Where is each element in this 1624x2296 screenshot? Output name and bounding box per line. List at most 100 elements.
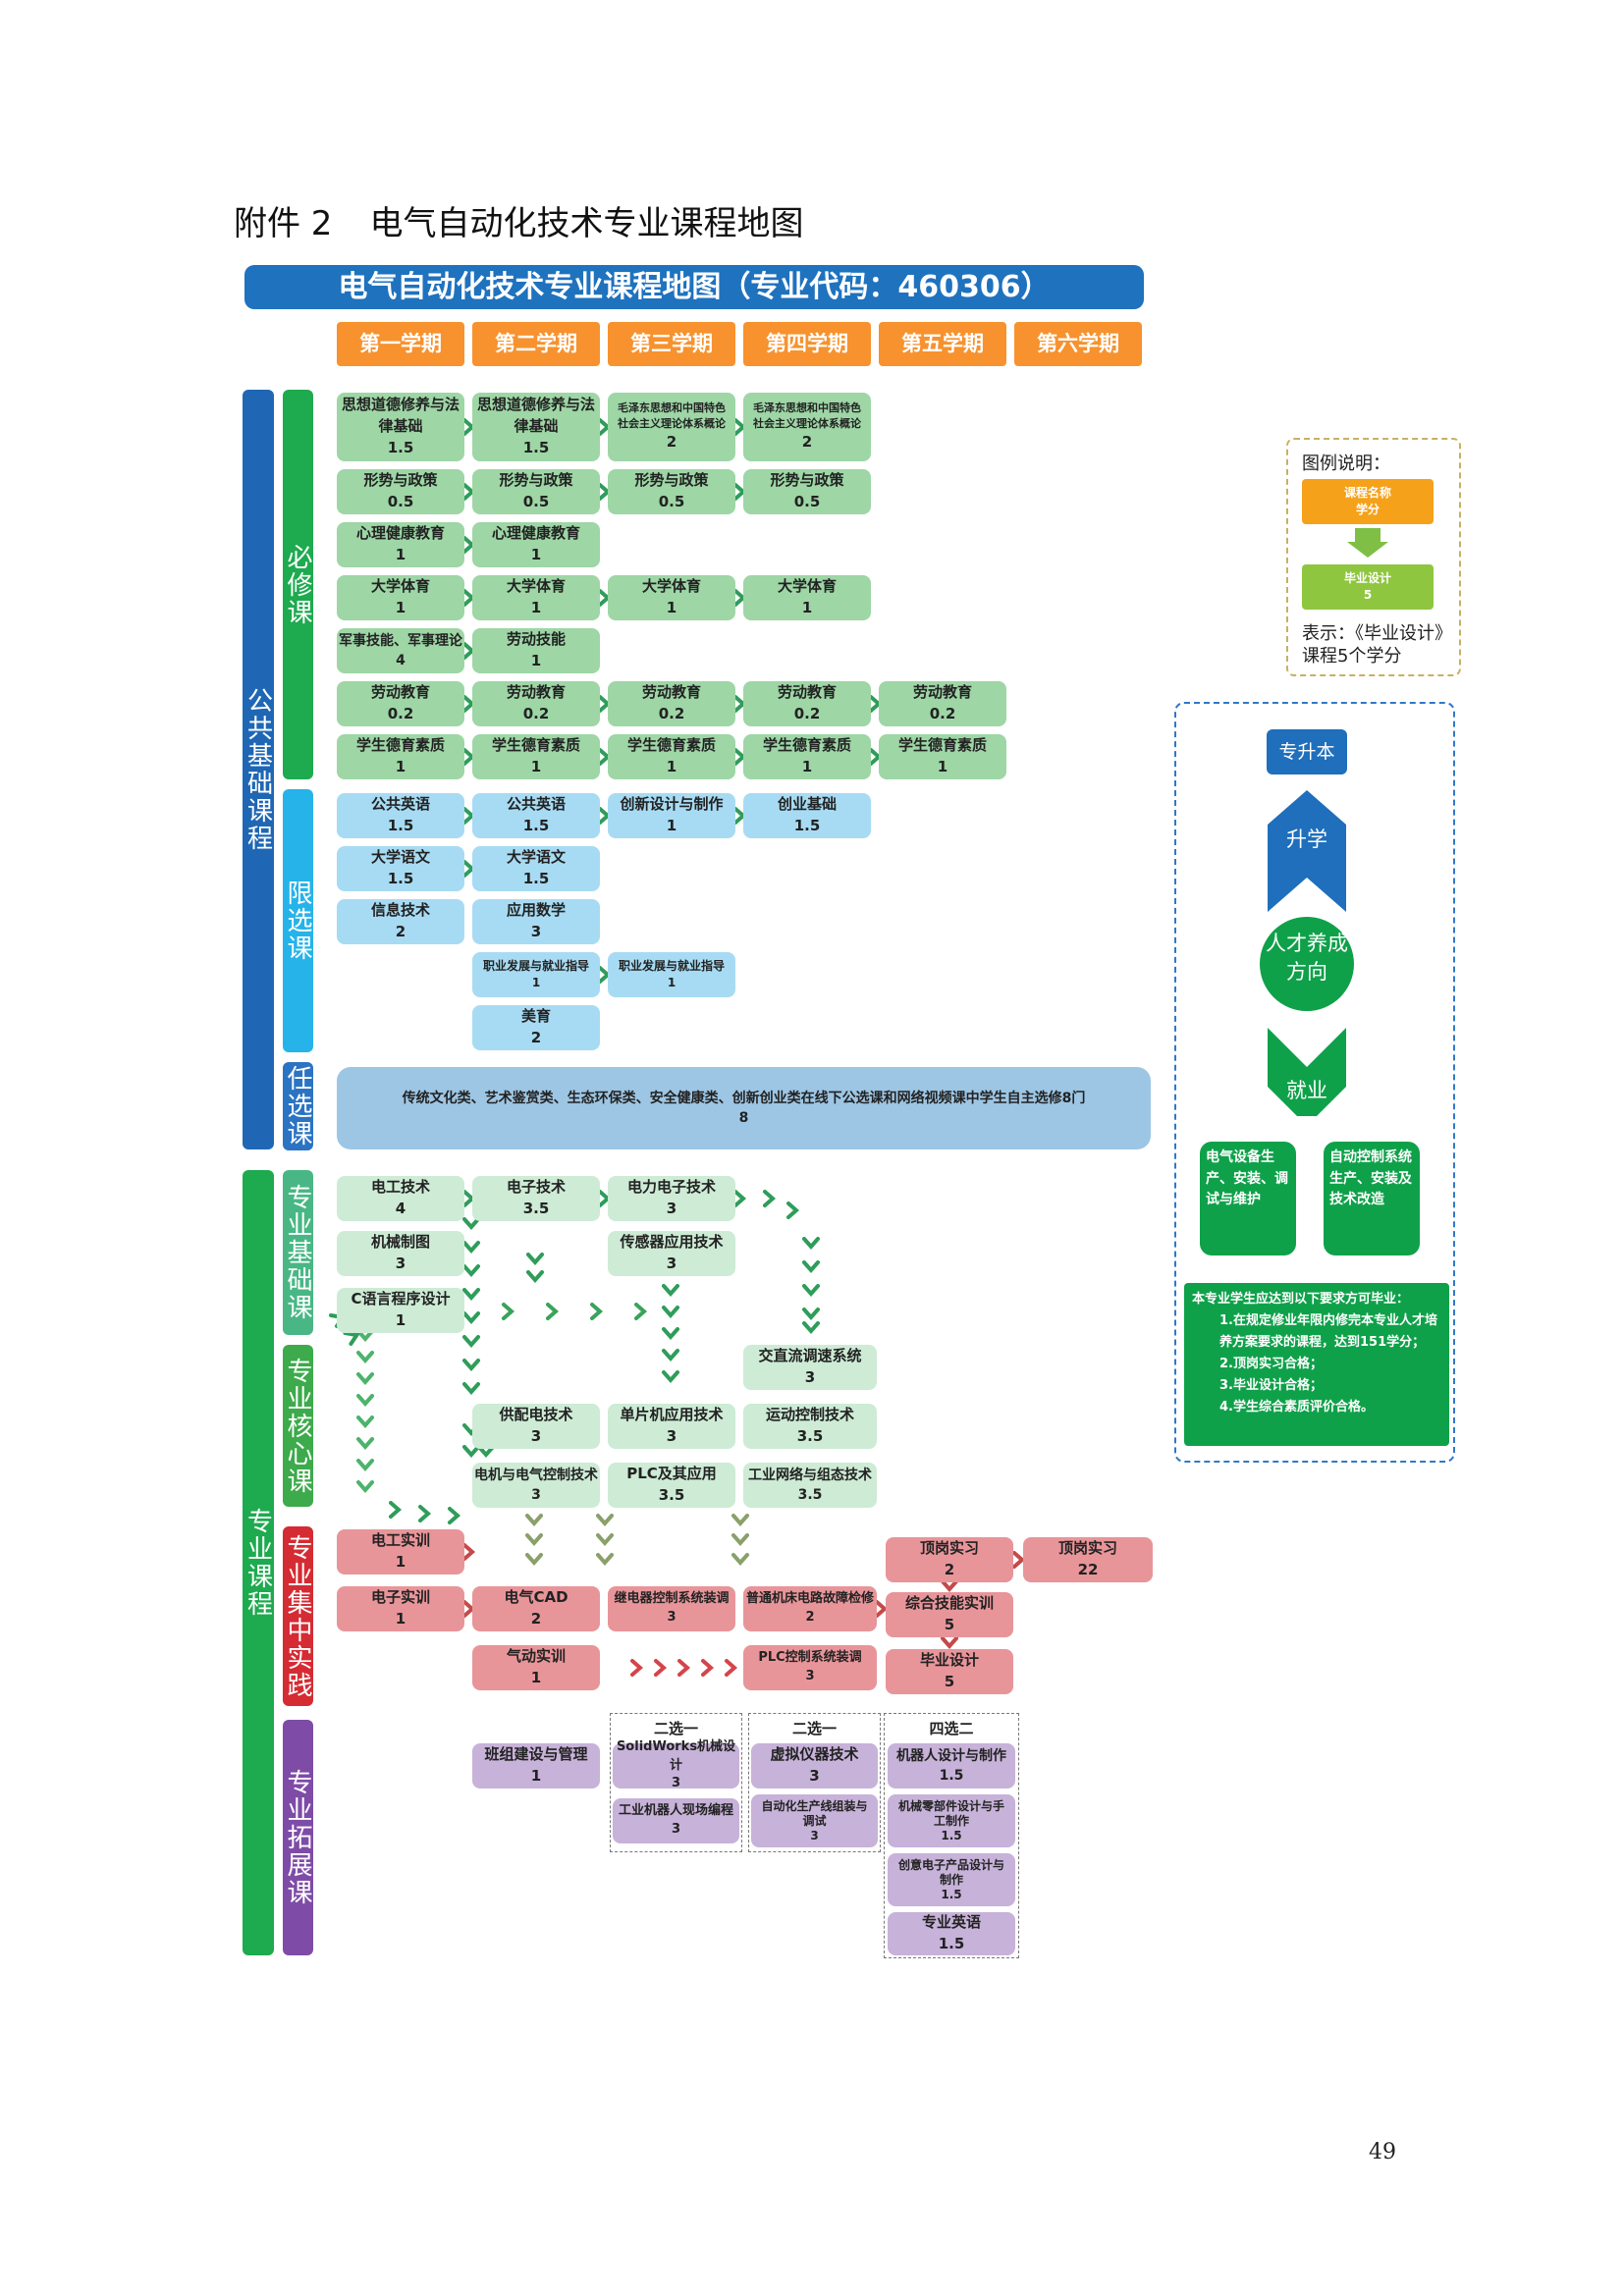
category-public: 公共基础课程	[243, 390, 274, 1149]
employ-label: 就业	[1286, 1079, 1327, 1102]
document-title: 电气自动化技术专业课程地图	[369, 204, 804, 243]
legend-title: 图例说明：	[1302, 454, 1390, 474]
elective-course-node[interactable]: 传统文化类、艺术鉴赏类、生态环保类、安全健康类、创新创业类在线下公选课和网络视频…	[337, 1067, 1151, 1149]
career-box-1: 电气设备生产、安装、调试与维护	[1200, 1142, 1296, 1255]
graduation-item: 4.学生综合素质评价合格。	[1219, 1400, 1374, 1415]
destination-panel: 专升本 升学 人才养成方向 就业 电气设备生产、安装、调试与维护 自动控制系统生…	[1174, 702, 1455, 1463]
chevron-arrow-icon	[462, 1600, 476, 1618]
page-number: 49	[1369, 2140, 1396, 2164]
chevron-arrow-icon	[590, 1303, 604, 1320]
chevron-arrow-icon	[525, 1553, 543, 1567]
chevron-arrow-icon	[356, 1415, 374, 1429]
chevron-arrow-icon	[356, 1459, 374, 1472]
chevron-arrow-icon	[941, 1579, 958, 1593]
chevron-arrow-icon	[502, 1303, 515, 1320]
chevron-arrow-icon	[389, 1501, 403, 1519]
study-arrow-shape	[1268, 790, 1346, 912]
chevron-arrow-icon	[733, 748, 747, 766]
chevron-arrow-icon	[662, 1327, 679, 1341]
chevron-arrow-icon	[598, 748, 612, 766]
choice-group-sem3	[610, 1713, 742, 1852]
upgrade-badge: 专升本	[1267, 729, 1347, 774]
chevron-arrow-icon	[802, 1284, 820, 1298]
chevron-arrow-icon	[802, 1237, 820, 1251]
chevron-arrow-icon	[418, 1505, 432, 1522]
category-prof-basic: 专业基础课	[283, 1170, 313, 1335]
career-box-2: 自动控制系统生产、安装及技术改造	[1324, 1142, 1420, 1255]
chevron-arrow-icon	[596, 1533, 614, 1547]
